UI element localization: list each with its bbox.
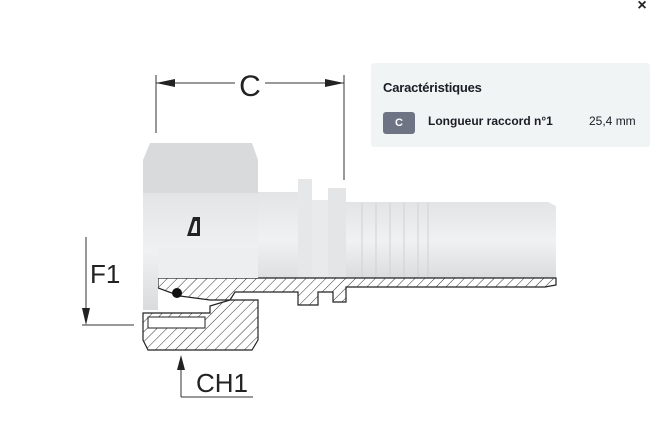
close-button[interactable]: × bbox=[637, 0, 647, 14]
characteristics-panel: Caractéristiques C Longueur raccord n°1 … bbox=[371, 63, 650, 147]
characteristic-label: Longueur raccord n°1 bbox=[428, 114, 553, 128]
dimension-ch1-label: CH1 bbox=[196, 368, 248, 398]
characteristics-title: Caractéristiques bbox=[383, 80, 482, 95]
dimension-c-label: C bbox=[239, 70, 261, 103]
fitting-nut bbox=[142, 143, 259, 351]
dimension-f1: F1 bbox=[82, 237, 134, 326]
dimension-badge: C bbox=[383, 112, 415, 134]
o-ring bbox=[172, 288, 182, 298]
dimension-f1-label: F1 bbox=[90, 259, 120, 289]
characteristic-value: 25,4 mm bbox=[589, 114, 636, 128]
fitting-body bbox=[157, 179, 557, 306]
dimension-ch1: CH1 bbox=[177, 355, 253, 398]
dimension-c: C bbox=[155, 70, 345, 180]
brand-logo-icon bbox=[187, 217, 200, 236]
